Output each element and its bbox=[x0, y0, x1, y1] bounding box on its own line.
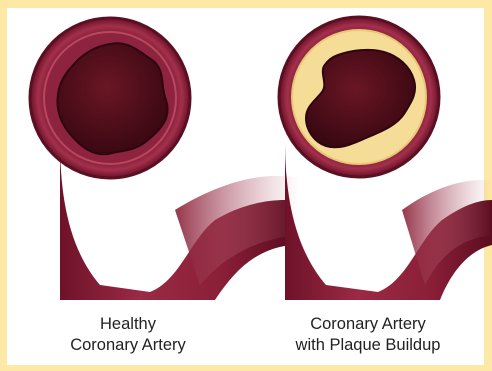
artery-illustrations bbox=[0, 0, 492, 300]
plaque-caption-line2: with Plaque Buildup bbox=[268, 335, 468, 356]
healthy-artery-icon bbox=[30, 18, 300, 300]
healthy-caption-line1: Healthy bbox=[38, 314, 218, 335]
plaque-artery-caption: Coronary Artery with Plaque Buildup bbox=[268, 314, 468, 356]
plaque-artery-icon bbox=[279, 17, 492, 300]
plaque-caption-line1: Coronary Artery bbox=[268, 314, 468, 335]
healthy-artery-caption: Healthy Coronary Artery bbox=[38, 314, 218, 356]
healthy-caption-line2: Coronary Artery bbox=[38, 335, 218, 356]
